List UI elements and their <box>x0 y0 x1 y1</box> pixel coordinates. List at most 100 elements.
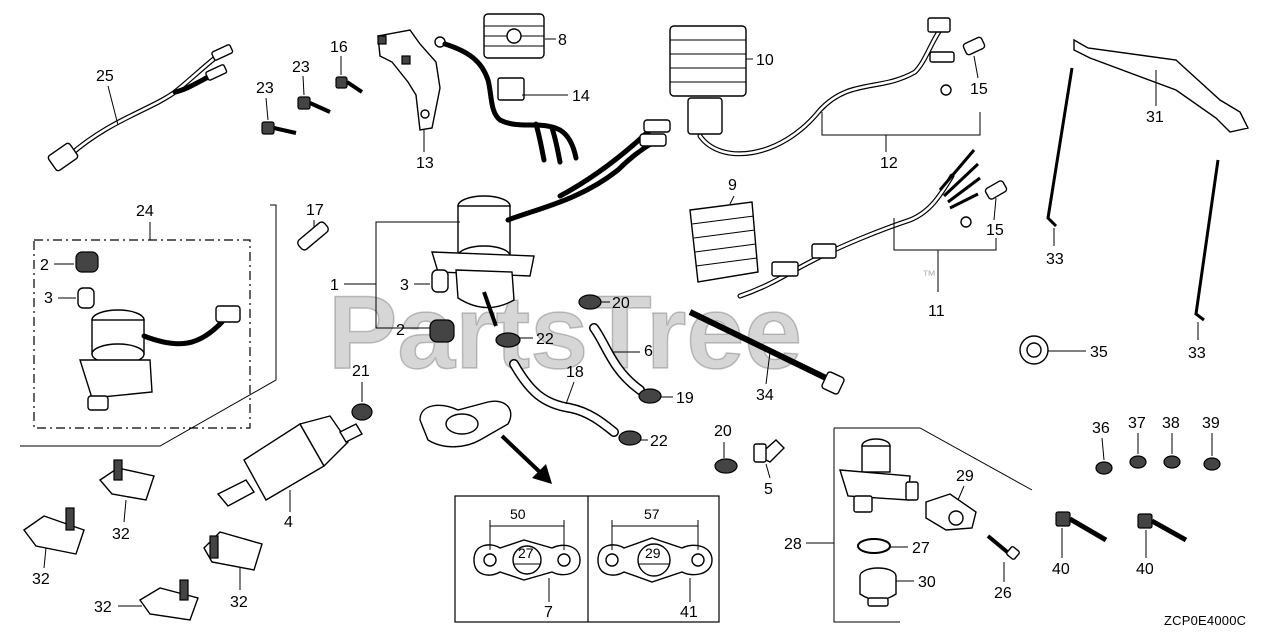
part-37-clip[interactable] <box>1129 455 1147 469</box>
callout-39: 39 <box>1202 415 1220 432</box>
callout-10: 10 <box>756 52 774 69</box>
callout-32b: 32 <box>32 571 50 588</box>
callout-40a: 40 <box>1052 561 1070 578</box>
part-29-lever[interactable] <box>925 493 977 531</box>
part-3-sleeve-b[interactable] <box>431 269 449 293</box>
callout-17: 17 <box>306 202 324 219</box>
callout-32d: 32 <box>94 599 112 616</box>
callout-20a: 20 <box>612 295 630 312</box>
dim-right-width: 57 <box>644 506 660 522</box>
callout-33a: 33 <box>1046 251 1064 268</box>
diagram-code: ZCP0E4000C <box>1164 613 1246 628</box>
part-23-bolt-b[interactable] <box>297 96 331 114</box>
part-23-bolt[interactable] <box>261 121 297 135</box>
callout-11: 11 <box>928 303 945 320</box>
detail-gasket-left <box>473 520 581 581</box>
part-33-rod-a[interactable] <box>1046 67 1074 228</box>
part-30-cup[interactable] <box>859 567 897 607</box>
callout-12: 12 <box>880 155 898 172</box>
detail-arrow <box>500 434 552 484</box>
callout-25: 25 <box>96 68 114 85</box>
part-10-regulator[interactable] <box>669 25 747 135</box>
part-40-bolt-a[interactable] <box>1055 511 1108 543</box>
callout-4: 4 <box>284 514 293 531</box>
trademark: ™ <box>922 267 936 283</box>
callout-32c: 32 <box>230 594 248 611</box>
part-34-long-bolt[interactable] <box>688 309 845 395</box>
callout-36: 36 <box>1092 420 1110 437</box>
part-31-bracket[interactable] <box>1073 38 1250 133</box>
part-7-gasket[interactable] <box>419 400 512 448</box>
callout-41: 41 <box>680 604 698 621</box>
callout-3a: 3 <box>44 290 53 307</box>
part-36-clip[interactable] <box>1095 461 1113 475</box>
callout-33b: 33 <box>1188 345 1206 362</box>
part-8-heatsink[interactable] <box>483 13 545 59</box>
part-28-fuel-cock[interactable] <box>839 438 919 513</box>
gasket-detail-box <box>454 495 720 623</box>
part-13-bracket[interactable] <box>377 29 441 131</box>
callout-22b: 22 <box>650 433 668 450</box>
part-9-regulator[interactable] <box>689 201 759 283</box>
callout-8: 8 <box>558 32 567 49</box>
callout-22a: 22 <box>536 331 554 348</box>
part-17-sleeve[interactable] <box>296 220 330 251</box>
part-20-clip-b[interactable] <box>714 458 738 474</box>
part-21-clip[interactable] <box>351 403 373 421</box>
part-11-harness[interactable] <box>737 149 981 299</box>
part-26-screw[interactable] <box>986 534 1020 560</box>
part-4-fuel-filter[interactable] <box>216 415 363 507</box>
part-12-harness[interactable] <box>697 17 955 157</box>
part-38-clip[interactable] <box>1163 455 1181 469</box>
callout-37: 37 <box>1128 415 1146 432</box>
part-14-wire[interactable] <box>434 36 579 165</box>
part-25-harness[interactable] <box>47 44 234 172</box>
callout-19: 19 <box>676 390 694 407</box>
dim-left-bore: 27 <box>518 545 534 561</box>
part-20-clip-a[interactable] <box>578 294 602 310</box>
part-22-clip-b[interactable] <box>618 430 642 446</box>
callout-24: 24 <box>136 203 154 220</box>
part-15-sleeve-a[interactable] <box>962 36 986 56</box>
callout-29: 29 <box>956 468 974 485</box>
callout-26: 26 <box>994 585 1012 602</box>
part-24-fuel-pump[interactable] <box>79 305 241 411</box>
part-16-bolt[interactable] <box>335 76 364 94</box>
part-32-cushion-b[interactable] <box>23 507 85 555</box>
callout-23b: 23 <box>292 59 310 76</box>
callout-2a: 2 <box>40 257 49 274</box>
part-2-grommet-b[interactable] <box>429 319 455 343</box>
callout-35: 35 <box>1090 344 1108 361</box>
part-19-clip[interactable] <box>638 388 662 404</box>
part-3-sleeve-a[interactable] <box>77 287 95 309</box>
part-32-cushion-c[interactable] <box>203 531 263 571</box>
part-2-grommet-a[interactable] <box>75 251 99 273</box>
callout-15a: 15 <box>970 81 988 98</box>
callout-20b: 20 <box>714 423 732 440</box>
part-1-pump[interactable] <box>431 119 671 327</box>
part-5-joint[interactable] <box>753 439 785 463</box>
part-18-hose[interactable] <box>509 359 619 437</box>
callout-18: 18 <box>566 364 584 381</box>
callout-6: 6 <box>644 343 653 360</box>
part-35-clamp[interactable] <box>1019 335 1049 365</box>
callout-38: 38 <box>1162 415 1180 432</box>
part-40-bolt-b[interactable] <box>1137 513 1188 543</box>
part-33-rod-b[interactable] <box>1194 159 1220 322</box>
callout-7: 7 <box>544 604 553 621</box>
part-32-cushion-a[interactable] <box>98 459 155 501</box>
part-39-clip[interactable] <box>1203 457 1221 471</box>
part-6-hose[interactable] <box>589 323 645 395</box>
callout-21: 21 <box>352 363 370 380</box>
callout-32a: 32 <box>112 526 130 543</box>
part-22-clip-a[interactable] <box>495 332 521 348</box>
dim-left-width: 50 <box>510 506 526 522</box>
callout-14: 14 <box>572 88 590 105</box>
callout-5: 5 <box>764 481 773 498</box>
callout-9: 9 <box>728 177 737 194</box>
part-15-sleeve-b[interactable] <box>984 180 1008 200</box>
part-27-o-ring[interactable] <box>857 538 891 554</box>
part-32-cushion-d[interactable] <box>138 579 199 621</box>
callout-31: 31 <box>1146 109 1164 126</box>
